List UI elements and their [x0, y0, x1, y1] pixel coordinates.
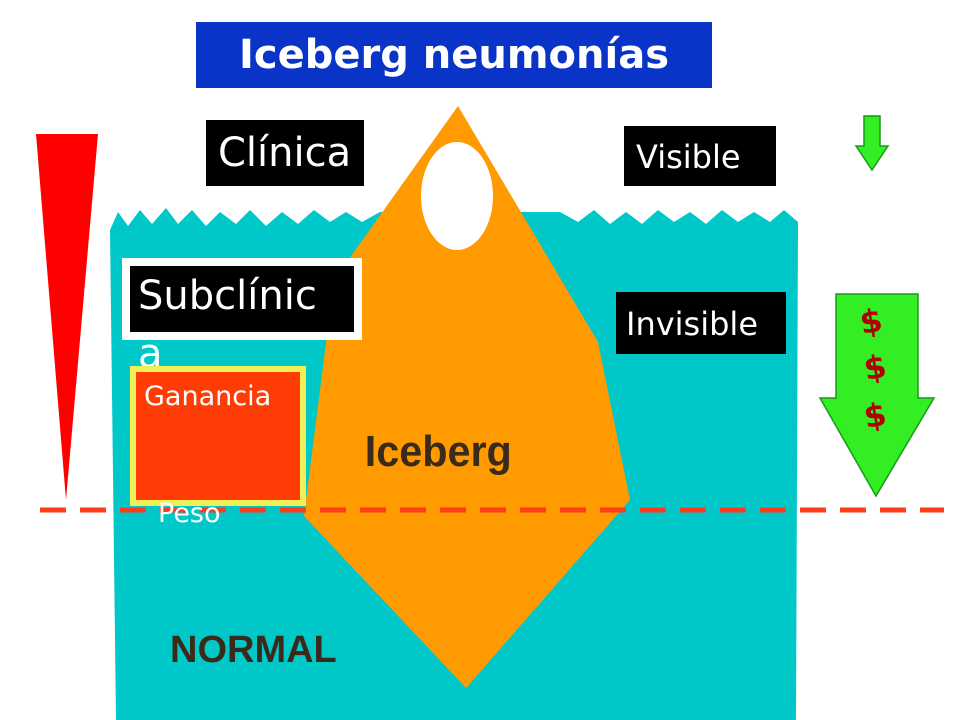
page-title: Iceberg neumonías [196, 22, 712, 88]
peso-label: Peso [158, 498, 221, 529]
ganancia-label: Ganancia [144, 381, 272, 412]
big-green-arrow [818, 293, 936, 498]
ganancia-box: Ganancia [130, 366, 306, 506]
red-wedge [36, 134, 98, 500]
subclinica-frame: Subclínic [122, 258, 362, 340]
visible-label: Visible [624, 126, 776, 186]
invisible-label: Invisible [616, 292, 786, 354]
clinica-label: Clínica [206, 120, 364, 186]
normal-label: NORMAL [170, 629, 337, 671]
iceberg-label: Iceberg [365, 427, 512, 476]
tip-ellipse [421, 142, 493, 250]
small-green-arrow [854, 115, 890, 172]
iceberg-shape [304, 106, 630, 688]
subclinica-label: Subclínic [130, 266, 354, 332]
